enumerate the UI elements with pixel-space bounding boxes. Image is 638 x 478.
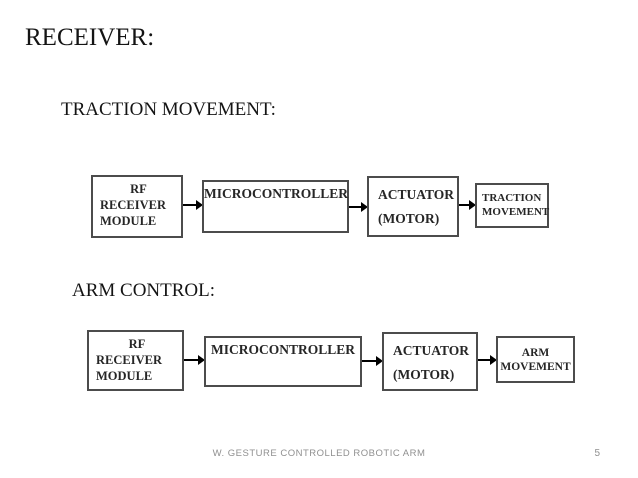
block-label-line: (MOTOR) [378, 211, 440, 226]
block-label-line: MODULE [100, 214, 157, 228]
block-label-line: MICROCONTROLLER [210, 342, 355, 357]
flow-arrow [459, 200, 476, 210]
block-microcontroller-traction: MICROCONTROLLER [202, 180, 349, 233]
block-actuator-motor-traction: ACTUATOR (MOTOR) [367, 176, 459, 237]
block-traction-movement-output: TRACTION MOVEMENT [475, 183, 549, 228]
block-microcontroller-arm: MICROCONTROLLER [204, 336, 362, 387]
slide-title: RECEIVER: [25, 24, 155, 51]
block-rf-receiver-module-traction: RF RECEIVER MODULE [91, 175, 183, 238]
block-label-line: RECEIVER [100, 198, 166, 212]
block-label-line: RECEIVER [96, 353, 162, 367]
block-label-line: ACTUATOR [393, 343, 470, 358]
block-label-line: ARM [521, 347, 550, 359]
flow-arrow [184, 355, 205, 365]
block-arm-movement-output: ARM MOVEMENT [496, 336, 575, 383]
flow-arrow [349, 202, 368, 212]
section-heading-arm-control: ARM CONTROL: [72, 280, 216, 301]
block-rf-receiver-module-arm: RF RECEIVER MODULE [87, 330, 184, 391]
block-label-line: MICROCONTROLLER [204, 186, 349, 201]
flow-arrow [183, 200, 203, 210]
block-label-line: MOVEMENT [500, 361, 571, 373]
block-label-line: TRACTION [482, 192, 542, 204]
block-label-line: RF [130, 182, 147, 196]
page-number: 5 [594, 448, 600, 459]
block-label-line: MOVEMENT [482, 205, 550, 218]
flow-arrow [362, 356, 383, 366]
section-heading-traction-movement: TRACTION MOVEMENT: [61, 99, 276, 120]
block-label-line: MODULE [96, 369, 153, 383]
block-actuator-motor-arm: ACTUATOR (MOTOR) [382, 332, 478, 391]
block-label-line: RF [128, 337, 146, 351]
footer-title: W. GESTURE CONTROLLED ROBOTIC ARM [212, 448, 426, 459]
flow-arrow [478, 355, 497, 365]
block-label-line: (MOTOR) [393, 367, 455, 382]
block-label-line: ACTUATOR [378, 187, 455, 202]
